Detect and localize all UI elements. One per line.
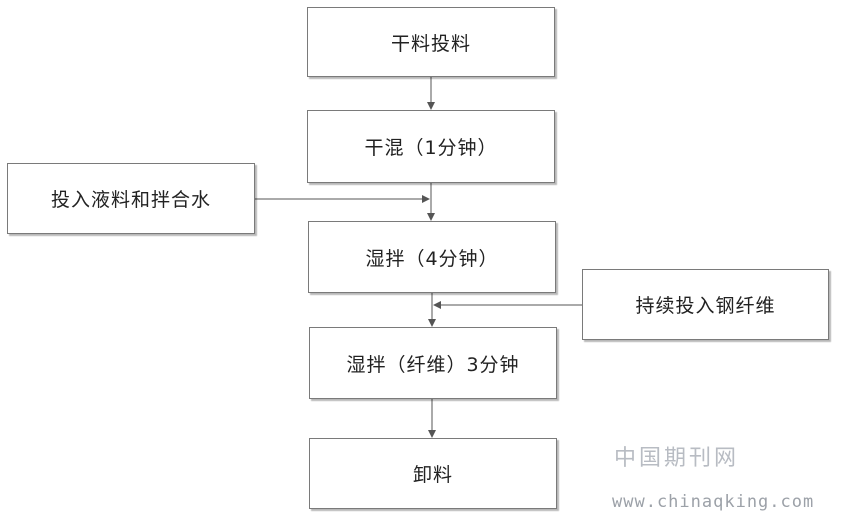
step-dry-feed-label: 干料投料	[390, 32, 471, 55]
step-wet-mix: 湿拌（4分钟）	[308, 221, 556, 293]
step-wet-mix-fiber-label: 湿拌（纤维）3分钟	[346, 353, 520, 376]
input-steel-fiber: 持续投入钢纤维	[582, 269, 829, 340]
step-discharge-label: 卸料	[412, 464, 453, 486]
step-dry-mix-label: 干混（1分钟）	[364, 137, 498, 159]
input-steel-fiber-label: 持续投入钢纤维	[635, 295, 776, 317]
watermark-url: www.chinaqking.com	[612, 492, 815, 512]
step-wet-mix-fiber: 湿拌（纤维）3分钟	[309, 327, 557, 399]
step-dry-mix: 干混（1分钟）	[307, 110, 555, 183]
watermark-site-name: 中国期刊网	[614, 446, 740, 471]
step-wet-mix-label: 湿拌（4分钟）	[365, 247, 499, 270]
step-dry-feed: 干料投料	[307, 7, 555, 77]
input-liquid-water-label: 投入液料和拌合水	[50, 189, 211, 211]
input-liquid-water: 投入液料和拌合水	[7, 163, 255, 234]
step-discharge: 卸料	[309, 438, 557, 509]
